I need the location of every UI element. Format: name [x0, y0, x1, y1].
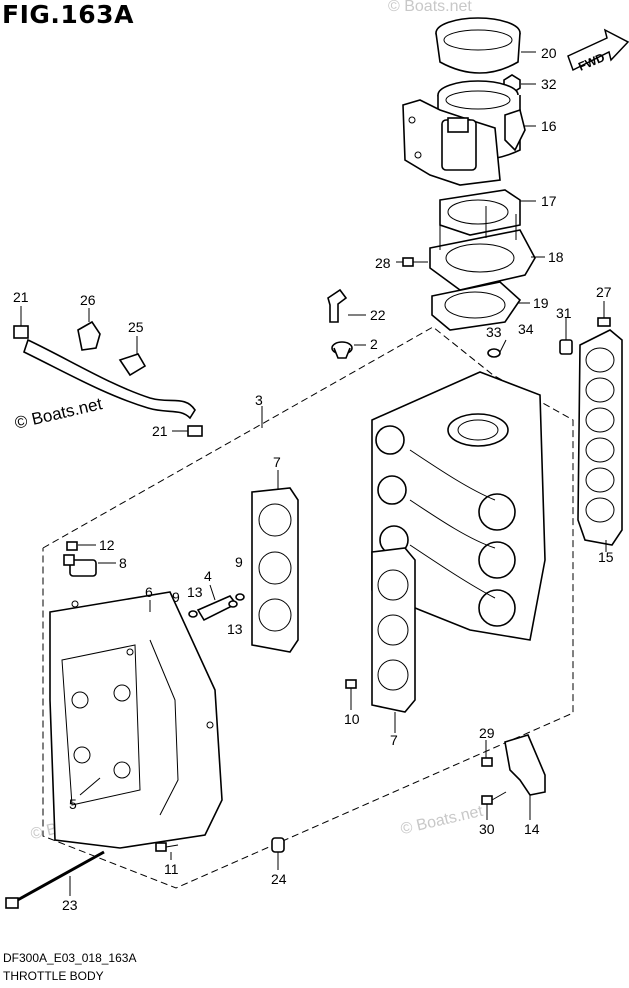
diagram-code: DF300A_E03_018_163A [3, 951, 137, 965]
throttle-body-part-16 [402, 80, 526, 186]
callout-label: 16 [541, 118, 557, 134]
callout-label: 2 [370, 336, 378, 352]
bolt-part-11 [155, 842, 179, 852]
hose-part-21-26-25 [13, 320, 203, 437]
callout-label: 32 [541, 76, 557, 92]
gasket-part-15 [577, 329, 623, 546]
callout-label: 19 [533, 295, 549, 311]
long-bolt-part-23 [5, 850, 105, 909]
callout-label: 3 [255, 392, 263, 408]
spacer-part-7-right [371, 547, 416, 713]
bolt-part-10 [345, 679, 357, 710]
fitting-part-22 [327, 288, 348, 323]
callout-label: 20 [541, 45, 557, 61]
callout-label: 6 [145, 584, 153, 600]
callout-label: 21 [13, 289, 29, 305]
callout-label: 27 [596, 284, 612, 300]
pin-part-34 [499, 339, 507, 353]
bolt-part-12 [66, 541, 78, 551]
callout-label: 9 [172, 589, 180, 605]
callout-label: 23 [62, 897, 78, 913]
callout-label: 26 [80, 292, 96, 308]
pipe-part-4 [196, 595, 238, 622]
spacer-part-7-middle [251, 487, 299, 653]
callout-label: 5 [69, 796, 77, 812]
callout-label: 18 [548, 249, 564, 265]
callout-label: 33 [486, 324, 502, 340]
callout-label: 8 [119, 555, 127, 571]
intake-sleeve-part-20 [435, 17, 521, 74]
callout-label: 15 [598, 549, 614, 565]
callout-label: 7 [390, 732, 398, 748]
dowel-pin-part-31 [559, 339, 573, 355]
callout-label: 31 [556, 305, 572, 321]
callout-label: 9 [235, 554, 243, 570]
callout-label: 12 [99, 537, 115, 553]
callout-label: 17 [541, 193, 557, 209]
fwd-arrow-icon: FWD [567, 28, 629, 74]
callout-label: 28 [375, 255, 391, 271]
screw-part-27 [597, 317, 611, 327]
callout-label: 4 [204, 568, 212, 584]
callout-label: 29 [479, 725, 495, 741]
plug-part-24 [271, 837, 285, 853]
callout-label: 14 [524, 821, 540, 837]
gasket-part-17 [439, 189, 521, 236]
callout-label: 24 [271, 871, 287, 887]
callout-label: 34 [518, 321, 534, 337]
callout-label: 11 [164, 861, 179, 877]
callout-label: 13 [227, 621, 243, 637]
assembly-outline [42, 326, 574, 889]
watermark: © Boats.net [388, 0, 472, 15]
callout-label: 25 [128, 319, 144, 335]
cap-part-2 [331, 341, 353, 359]
diagram-caption: THROTTLE BODY [3, 969, 104, 983]
callout-label: 7 [273, 454, 281, 470]
gasket-part-19 [431, 281, 522, 331]
bolt-part-30 [481, 791, 507, 805]
callout-label: 22 [370, 307, 386, 323]
bracket-part-14 [504, 734, 546, 796]
callout-label: 21 [152, 423, 168, 439]
callout-label: 10 [344, 711, 360, 727]
sensor-part-8 [63, 554, 97, 577]
figure-title: FIG.163A [2, 0, 134, 29]
callout-label: 30 [479, 821, 495, 837]
o-ring-part-13 [188, 600, 238, 618]
bolt-part-29 [481, 757, 493, 767]
adapter-plate-part-18 [429, 206, 536, 291]
washer-part-33 [487, 348, 501, 358]
bolt-part-28 [402, 257, 428, 267]
callout-label: 13 [187, 584, 203, 600]
